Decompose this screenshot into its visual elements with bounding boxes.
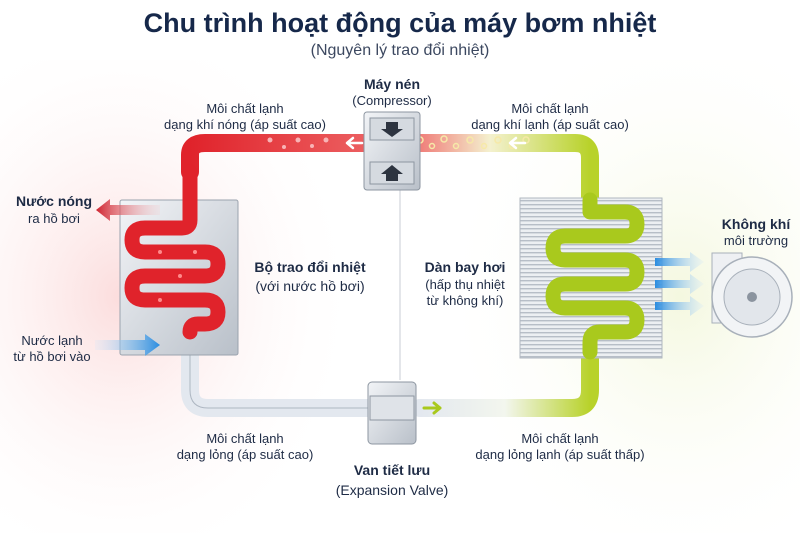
- evaporator-subtitle-2: từ không khí): [426, 293, 504, 308]
- heat-exchanger-coil: [124, 164, 226, 340]
- cold-liquid-label-1: Môi chất lạnh: [521, 431, 599, 446]
- expansion-valve-english: (Expansion Valve): [335, 482, 449, 498]
- fan-icon: [711, 252, 793, 338]
- air-arrow-2: [655, 274, 704, 294]
- flow-arrow-top-left: [345, 136, 364, 150]
- flow-arrow-bottom: [422, 401, 442, 415]
- expansion-valve-icon: [367, 381, 417, 445]
- heat-exchanger-subtitle: (với nước hồ bơi): [255, 278, 365, 294]
- air-arrow-1: [655, 252, 704, 272]
- page-subtitle: (Nguyên lý trao đổi nhiệt): [310, 42, 490, 59]
- compressor-icon: [363, 111, 421, 191]
- hot-water-label-1: Nước nóng: [15, 193, 93, 209]
- flow-arrow-top-right: [508, 136, 527, 150]
- heat-exchanger-title: Bộ trao đổi nhiệt: [254, 259, 366, 275]
- hot-bubbles: [267, 137, 329, 149]
- hot-water-label-2: ra hồ bơi: [28, 211, 80, 226]
- liquid-pipe: [411, 341, 599, 417]
- left-pipe-outline: [189, 330, 370, 409]
- cold-liquid-label-2: dạng lỏng lạnh (áp suất thấp): [475, 447, 645, 462]
- hot-water-arrow: [96, 199, 160, 221]
- ambient-air-label-2: môi trường: [723, 233, 789, 248]
- coil-highlights: [158, 250, 197, 302]
- cold-water-arrow: [95, 334, 160, 356]
- liquid-label-2: dạng lỏng (áp suất cao): [176, 447, 314, 462]
- page-title: Chu trình hoạt động của máy bơm nhiệt: [143, 8, 657, 38]
- evaporator-subtitle-1: (hấp thụ nhiệt: [425, 277, 505, 292]
- hot-gas-label-2: dạng khí nóng (áp suất cao): [164, 117, 326, 132]
- ambient-air-label-1: Không khí: [721, 216, 791, 232]
- hot-gas-label-1: Môi chất lạnh: [206, 101, 284, 116]
- cold-gas-label-1: Môi chất lạnh: [511, 101, 589, 116]
- evaporator-title: Dàn bay hơi: [424, 259, 506, 275]
- liquid-label-1: Môi chất lạnh: [206, 431, 284, 446]
- expansion-valve-label: Van tiết lưu: [353, 462, 431, 478]
- compressor-english: (Compressor): [352, 93, 432, 108]
- cold-water-label-1: Nước lạnh: [21, 333, 83, 348]
- air-arrow-3: [655, 296, 704, 316]
- compressor-label: Máy nén: [363, 76, 420, 92]
- cold-water-label-2: từ hồ bơi vào: [13, 349, 91, 364]
- evaporator-coil: [545, 192, 645, 360]
- cold-gas-label-2: dạng khí lạnh (áp suất cao): [471, 117, 629, 132]
